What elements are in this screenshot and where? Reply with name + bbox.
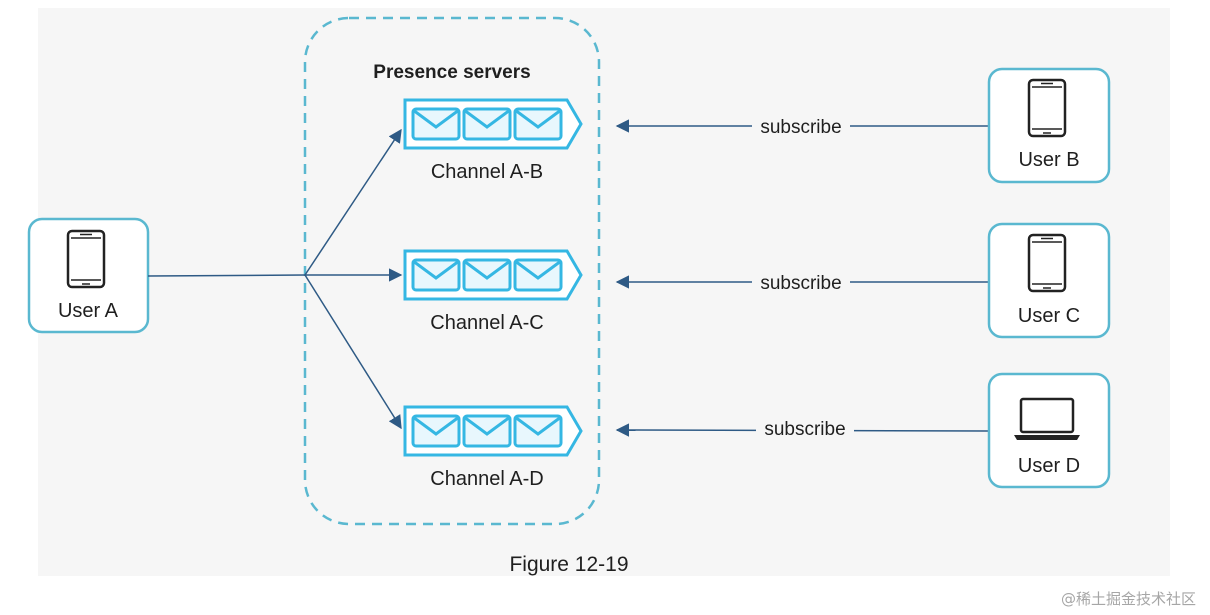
phone-icon (66, 229, 106, 289)
phone-icon (1027, 78, 1067, 138)
figure-caption: Figure 12-19 (509, 553, 628, 576)
subscribe-label-d: subscribe (764, 419, 845, 440)
envelope-icon (462, 414, 512, 448)
envelope-icon (462, 258, 512, 292)
envelope-icon (411, 414, 461, 448)
channel-a-b-label: Channel A-B (431, 161, 543, 183)
user-d-node: User D (987, 372, 1111, 489)
user-a-label: User A (58, 300, 119, 322)
presence-servers-group (303, 16, 601, 526)
envelope-icon (513, 414, 563, 448)
publish-trunk (147, 274, 306, 277)
edge-label-backdrop (752, 115, 850, 137)
envelope-icon (513, 107, 563, 141)
envelope-icon (411, 258, 461, 292)
user-d-box (987, 372, 1111, 489)
diagram-background (38, 8, 1170, 576)
user-c-node: User C (987, 222, 1111, 339)
user-c-box (987, 222, 1111, 339)
channel-a-c: Channel A-C (403, 249, 583, 334)
user-b-node: User B (987, 67, 1111, 184)
envelope-icon (462, 107, 512, 141)
publish-arrow-a-b (304, 128, 402, 276)
channel-a-c-label: Channel A-C (430, 312, 543, 334)
envelope-icon (513, 258, 563, 292)
user-c-label: User C (1018, 305, 1080, 327)
channel-a-b: Channel A-B (403, 98, 583, 183)
publish-arrow-a-d (304, 274, 402, 430)
subscribe-label-b: subscribe (760, 117, 841, 138)
subscribe-label-c: subscribe (760, 273, 841, 294)
user-b-label: User B (1018, 149, 1079, 171)
user-a-node: User A (27, 217, 150, 334)
site-watermark: @稀土掘金技术社区 (1060, 590, 1196, 608)
laptop-icon (1014, 397, 1080, 440)
presence-servers-title: Presence servers (373, 62, 530, 83)
user-d-label: User D (1018, 455, 1080, 477)
envelope-icon (411, 107, 461, 141)
phone-icon (1027, 233, 1067, 293)
edge-label-backdrop (756, 417, 854, 439)
channel-a-d: Channel A-D (403, 405, 583, 490)
channel-a-d-label: Channel A-D (430, 468, 543, 490)
publish-connectors (147, 128, 403, 430)
user-b-box (987, 67, 1111, 184)
edge-label-backdrop (752, 271, 850, 293)
